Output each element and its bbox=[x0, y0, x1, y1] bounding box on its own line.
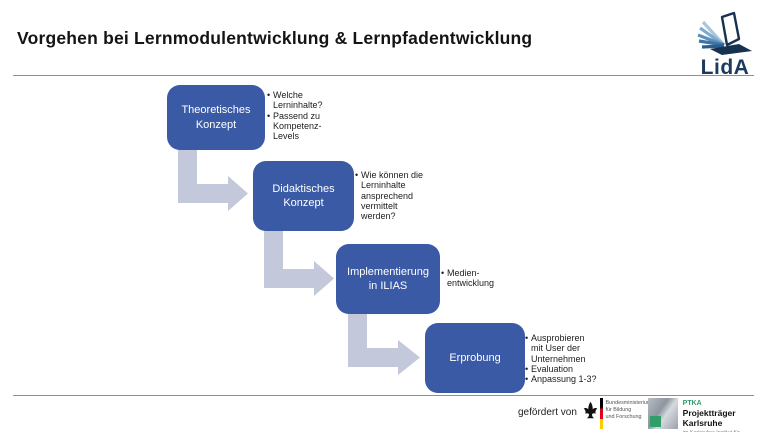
ptka-subtitle: im Karlsruher Institut für Technologie bbox=[683, 430, 768, 432]
elbow-arrow-icon bbox=[178, 149, 248, 211]
bullet-item: Wie können die Lerninhalte ansprechend v… bbox=[355, 170, 434, 221]
step-label: Erprobung bbox=[449, 351, 501, 364]
lida-logo: LidA bbox=[692, 9, 758, 78]
step-bullets: Ausprobieren mit User der Unternehmen Ev… bbox=[525, 333, 598, 385]
flag-stripe-icon bbox=[600, 398, 603, 429]
step-bullets: Wie können die Lerninhalte ansprechend v… bbox=[355, 170, 434, 221]
footer-divider bbox=[13, 395, 754, 396]
process-step-theoretisches-konzept: Theoretisches Konzept bbox=[167, 85, 265, 150]
ptka-name: Projektträger Karlsruhe bbox=[682, 407, 736, 428]
ptka-green-square-icon bbox=[650, 416, 661, 427]
bmbf-line: für Bildung bbox=[605, 407, 632, 414]
bmbf-text: Bundesministerium für Bildung und Forsch… bbox=[606, 398, 652, 421]
elbow-arrow-icon bbox=[264, 230, 334, 296]
process-step-implementierung-ilias: Implementierung in ILIAS bbox=[336, 244, 440, 314]
bullet-item: Ausprobieren mit User der Unternehmen bbox=[525, 333, 598, 364]
bmbf-line: und Forschung bbox=[605, 414, 642, 421]
bullet-item: Medien-entwicklung bbox=[441, 268, 504, 289]
federal-eagle-icon bbox=[583, 401, 598, 419]
elbow-arrow-icon bbox=[348, 312, 420, 375]
step-label: Didaktisches Konzept bbox=[272, 182, 335, 209]
bullet-item: Passend zu Kompetenz-Levels bbox=[267, 111, 332, 142]
header-divider bbox=[13, 75, 754, 76]
bullet-item: Welche Lerninhalte? bbox=[267, 90, 332, 111]
step-label: Implementierung in ILIAS bbox=[347, 265, 429, 292]
step-bullets: Medien-entwicklung bbox=[441, 268, 504, 289]
bullet-item: Evaluation bbox=[525, 364, 598, 375]
lida-logo-text: LidA bbox=[700, 56, 750, 79]
ptka-text: PTKA Projektträger Karlsruhe im Karlsruh… bbox=[683, 398, 768, 432]
process-step-didaktisches-konzept: Didaktisches Konzept bbox=[253, 161, 354, 231]
bullet-item: Anpassung 1-3? bbox=[525, 374, 598, 385]
step-label: Theoretisches Konzept bbox=[181, 104, 251, 131]
ptka-logo: PTKA Projektträger Karlsruhe im Karlsruh… bbox=[648, 398, 768, 432]
bmbf-line: Bundesministerium bbox=[605, 400, 652, 406]
ptka-abbr: PTKA bbox=[682, 400, 702, 407]
bmbf-logo: Bundesministerium für Bildung und Forsch… bbox=[583, 398, 651, 429]
step-bullets: Welche Lerninhalte? Passend zu Kompetenz… bbox=[267, 90, 332, 142]
funding-label: gefördert von bbox=[518, 407, 577, 418]
page-title: Vorgehen bei Lernmodulentwicklung & Lern… bbox=[17, 28, 533, 48]
book-icon bbox=[697, 11, 752, 55]
ptka-image bbox=[648, 398, 678, 429]
process-step-erprobung: Erprobung bbox=[425, 323, 525, 393]
